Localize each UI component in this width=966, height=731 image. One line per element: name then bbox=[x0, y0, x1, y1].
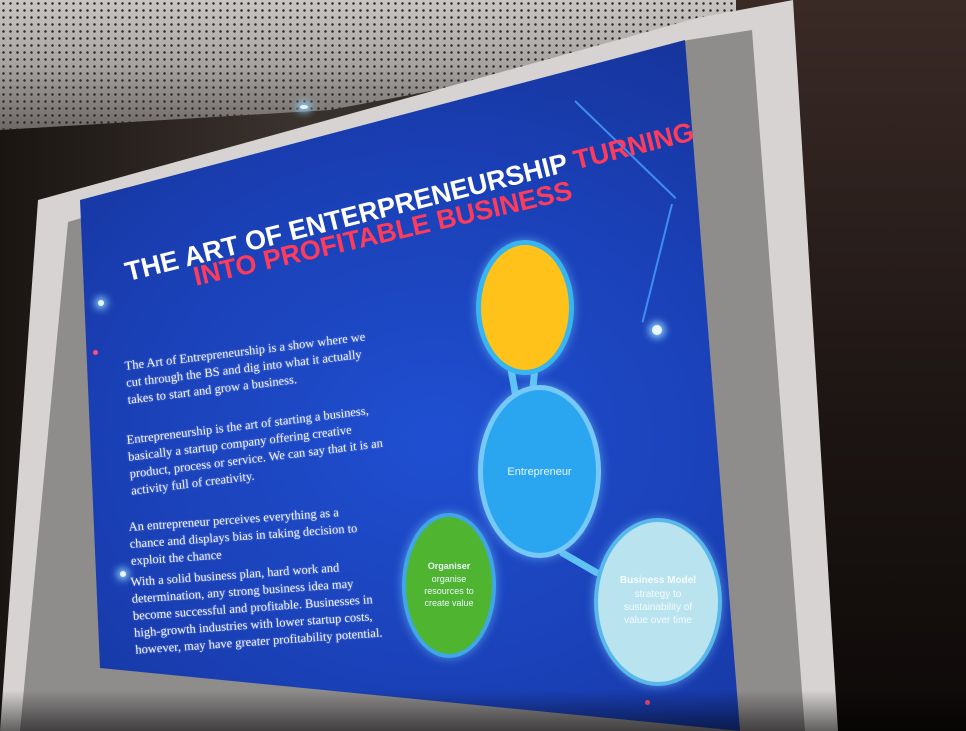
left-circle-title: Organiser bbox=[427, 560, 471, 571]
diagram-top-circle bbox=[476, 240, 574, 375]
projector-light bbox=[300, 105, 308, 109]
glow-dot bbox=[120, 571, 126, 577]
right-circle-title: Business Model bbox=[619, 575, 697, 586]
diagram-center-circle: Entrepreneur bbox=[478, 385, 601, 558]
bottom-shadow bbox=[0, 690, 966, 731]
glow-dot bbox=[652, 325, 662, 335]
left-circle-text: organise resources to create value bbox=[424, 573, 474, 608]
decor-dot bbox=[93, 350, 98, 355]
right-circle-text: strategy to sustainability of value over… bbox=[623, 589, 693, 626]
center-label: Entrepreneur bbox=[507, 465, 572, 478]
glow-dot bbox=[98, 300, 104, 306]
diagram-right-circle: Business Model strategy to sustainabilit… bbox=[594, 518, 722, 686]
diagram-left-circle: Organiser organise resources to create v… bbox=[402, 513, 496, 658]
